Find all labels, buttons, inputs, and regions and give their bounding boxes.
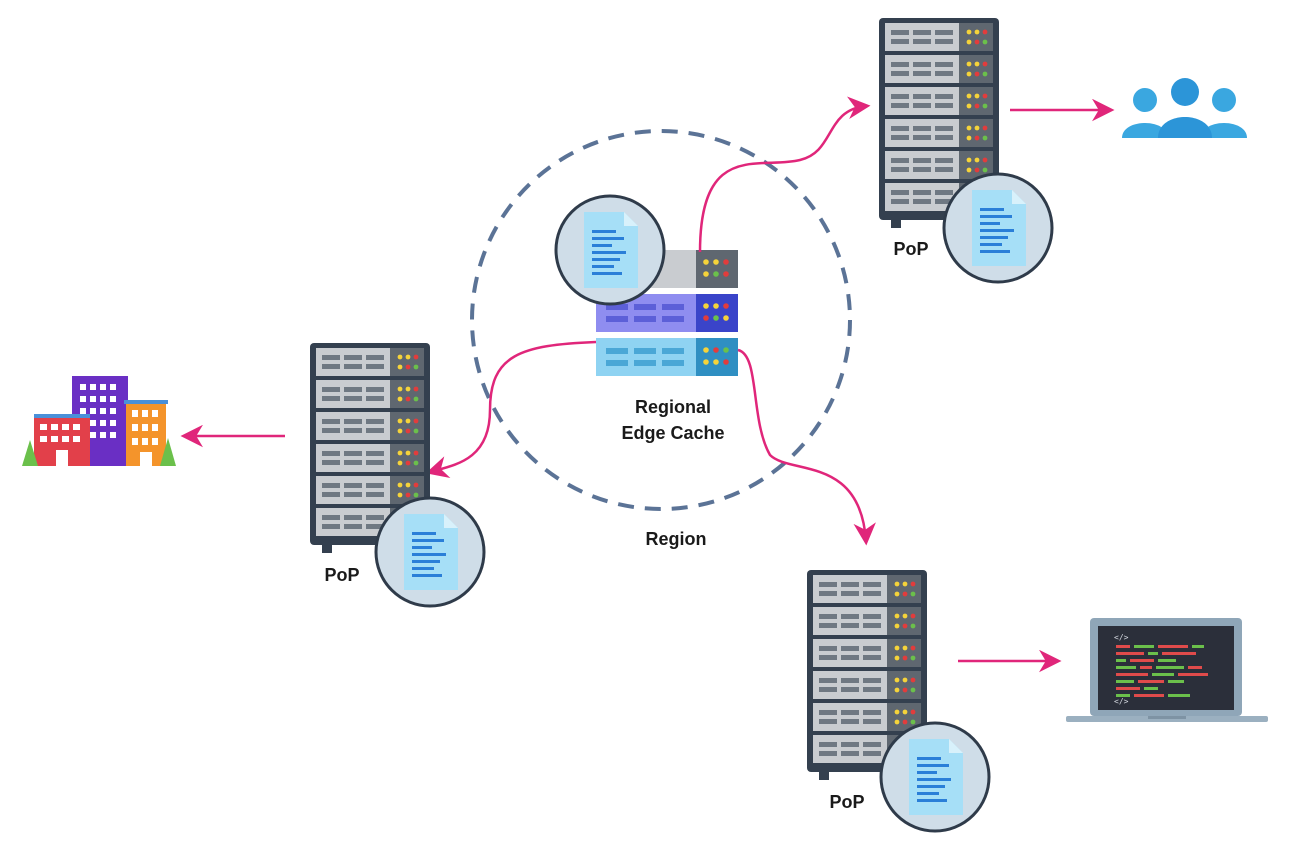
pop-left-label: PoP [324, 565, 359, 585]
region-label: Region [646, 529, 707, 549]
regional-cache-label-line1: Regional [635, 397, 711, 417]
svg-text:</>: </> [1114, 633, 1129, 642]
pop-bottom-label: PoP [829, 792, 864, 812]
pop-top-label: PoP [893, 239, 928, 259]
svg-text:</>: </> [1114, 697, 1129, 706]
region-boundary [470, 129, 852, 511]
arrow-cache-to-pop-left [425, 340, 597, 478]
arrow-cache-to-pop-bottom [737, 348, 876, 546]
regional-cache-document-icon [554, 194, 666, 306]
pop-top-document-icon [942, 172, 1054, 284]
laptop-code-icon: </> </> [1066, 618, 1268, 722]
regional-edge-cache-server [596, 250, 738, 376]
users-group-icon [1122, 78, 1247, 138]
office-buildings-icon [22, 376, 176, 466]
pop-left-document-icon [374, 496, 486, 608]
arrow-cache-to-pop-top [698, 96, 871, 253]
regional-cache-label-line2: Edge Cache [621, 423, 724, 443]
pop-bottom-document-icon [879, 721, 991, 833]
